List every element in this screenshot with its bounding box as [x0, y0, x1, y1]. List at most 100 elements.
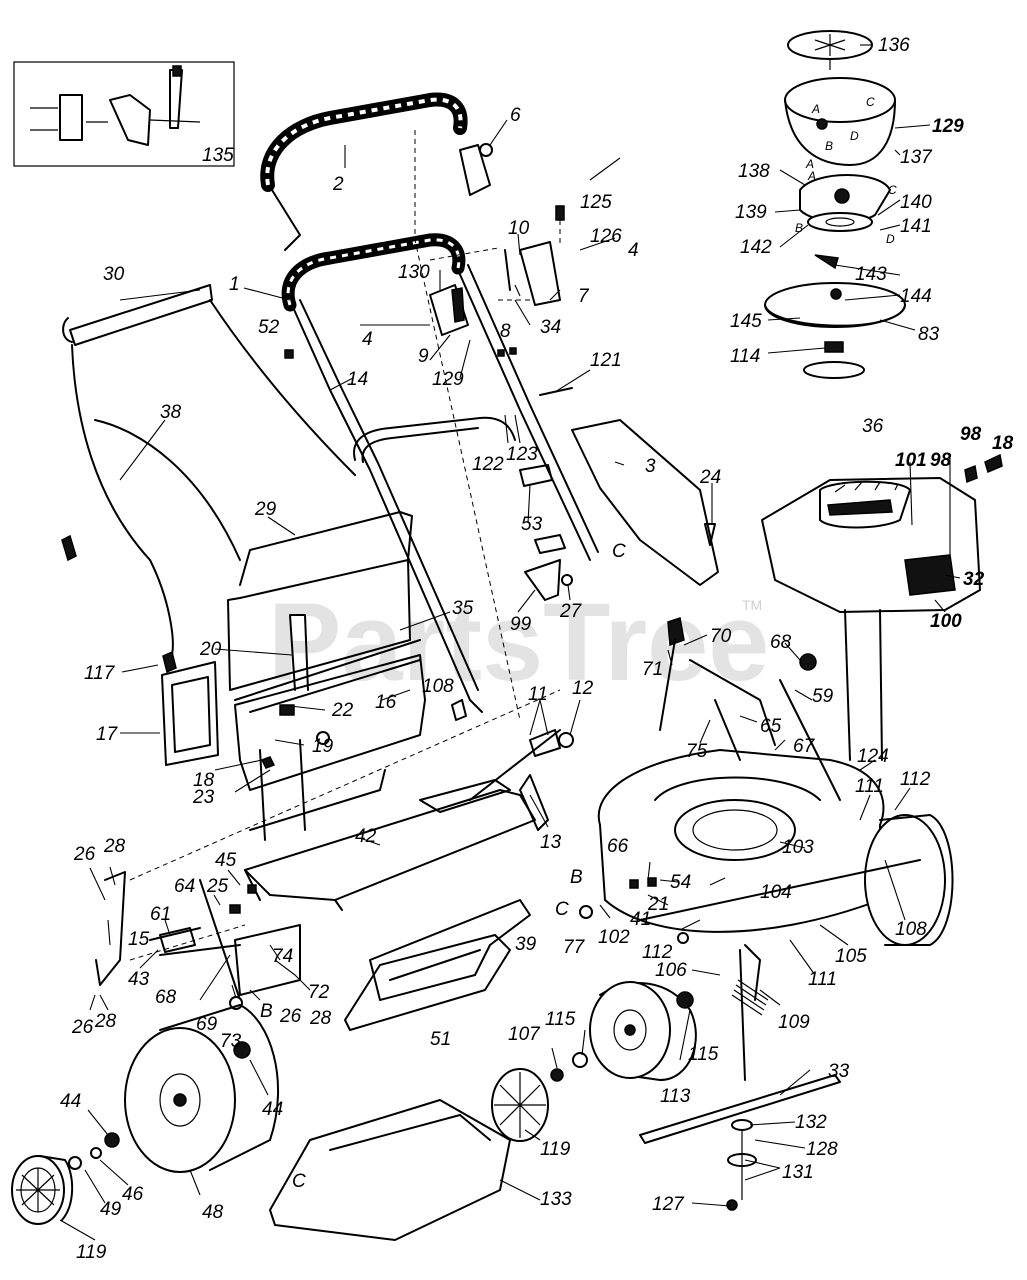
nuts-122-123 [497, 347, 517, 357]
callout-44: 44 [60, 1091, 81, 1112]
rear-skirt-133 [269, 1099, 511, 1241]
callout-41: 41 [630, 909, 651, 930]
callout-73: 73 [220, 1031, 242, 1052]
callout-28: 28 [94, 1011, 117, 1032]
ref-letter-c: C [866, 95, 875, 109]
drive-wheel-right [864, 814, 954, 946]
engine-36 [761, 477, 981, 761]
ref-letter-a: A [811, 102, 820, 116]
callout-99: 99 [510, 614, 532, 635]
callout-100: 100 [930, 611, 962, 632]
callout-72: 72 [308, 982, 330, 1003]
starter-housing-137 [784, 77, 896, 166]
ref-letter-c: C [292, 1171, 306, 1192]
callout-4: 4 [362, 329, 373, 350]
callout-18: 18 [193, 770, 215, 791]
callout-33: 33 [828, 1061, 850, 1082]
callout-6: 6 [510, 105, 521, 126]
callout-43: 43 [128, 969, 150, 990]
callout-30: 30 [103, 264, 125, 285]
callout-139: 139 [735, 202, 767, 223]
callout-112: 112 [900, 769, 931, 790]
support-bar-35 [234, 639, 421, 713]
callout-138: 138 [738, 161, 770, 182]
rear-door-42 [244, 779, 536, 911]
wheel-nut-44 [104, 1132, 120, 1148]
discharge-chute-3 [571, 419, 719, 586]
callout-27: 27 [559, 601, 583, 622]
callout-25: 25 [206, 876, 229, 897]
blade-adapter [726, 1119, 757, 1211]
ref-letter-b: B [795, 221, 803, 235]
callout-65: 65 [760, 716, 782, 737]
callout-143: 143 [855, 264, 887, 285]
callout-19: 19 [312, 736, 334, 757]
callout-44: 44 [262, 1099, 283, 1120]
callouts: 1 2 3 4 4 6 7 8 9 10 11 12 13 14 15 16 1… [60, 35, 1014, 1263]
washer-49 [68, 1156, 82, 1170]
ref-letter-d: D [886, 232, 895, 246]
callout-101: 101 [895, 450, 927, 471]
height-adjuster [639, 859, 921, 1081]
callout-17: 17 [96, 724, 119, 745]
callout-75: 75 [686, 741, 708, 762]
drive-control-71 [659, 639, 776, 761]
callout-98: 98 [960, 424, 982, 445]
callout-104: 104 [760, 882, 792, 903]
lower-handle-1 [281, 233, 599, 713]
callout-108: 108 [895, 919, 927, 940]
callout-26: 26 [279, 1006, 302, 1027]
spark-plug-18 [964, 453, 1003, 484]
callout-125: 125 [580, 192, 612, 213]
callout-39: 39 [515, 934, 537, 955]
callout-106: 106 [655, 960, 687, 981]
front-nut-107 [550, 1068, 564, 1082]
callout-10: 10 [508, 218, 530, 239]
callout-66: 66 [607, 836, 629, 857]
front-bushing-115 [676, 991, 694, 1009]
washer-77 [579, 905, 593, 919]
callout-26: 26 [73, 844, 96, 865]
flywheel-83 [764, 254, 906, 328]
callout-108: 108 [422, 676, 454, 697]
washer-27 [561, 574, 573, 586]
callout-122: 122 [472, 454, 504, 475]
callout-115: 115 [545, 1009, 576, 1030]
callout-119: 119 [540, 1139, 571, 1160]
callout-23: 23 [192, 787, 215, 808]
callout-59: 59 [812, 686, 834, 707]
callout-61: 61 [150, 904, 171, 925]
callout-126: 126 [590, 226, 622, 247]
callout-117: 117 [84, 663, 116, 684]
callout-114: 114 [730, 346, 760, 367]
callout-2: 2 [332, 174, 344, 195]
callout-52: 52 [258, 317, 280, 338]
mulch-plate-39 [369, 899, 531, 1001]
callout-127: 127 [652, 1194, 685, 1215]
blade-33 [639, 1074, 841, 1144]
callout-20: 20 [199, 639, 222, 660]
callout-48: 48 [202, 1202, 224, 1223]
callout-141: 141 [900, 216, 932, 237]
callout-53: 53 [521, 514, 543, 535]
callout-115: 115 [688, 1044, 719, 1065]
callout-123: 123 [506, 444, 538, 465]
callout-28: 28 [309, 1008, 332, 1029]
rear-wheel-48 [124, 1004, 279, 1173]
bushing-68 [799, 653, 817, 671]
leader-lines [59, 44, 961, 1241]
spacer [534, 534, 566, 554]
callout-51: 51 [430, 1029, 451, 1050]
ref-letter-c: C [888, 183, 897, 197]
callout-67: 67 [793, 736, 816, 757]
callout-69: 69 [196, 1014, 218, 1035]
callout-49: 49 [100, 1199, 122, 1220]
wheel-bushing-44 [233, 1041, 251, 1059]
callout-32: 32 [963, 569, 985, 590]
mower-deck [597, 749, 906, 933]
handle-crossbar [353, 416, 516, 463]
ref-letter-a: A [805, 157, 814, 171]
wing-knob-99 [524, 559, 561, 601]
callout-107: 107 [508, 1024, 541, 1045]
